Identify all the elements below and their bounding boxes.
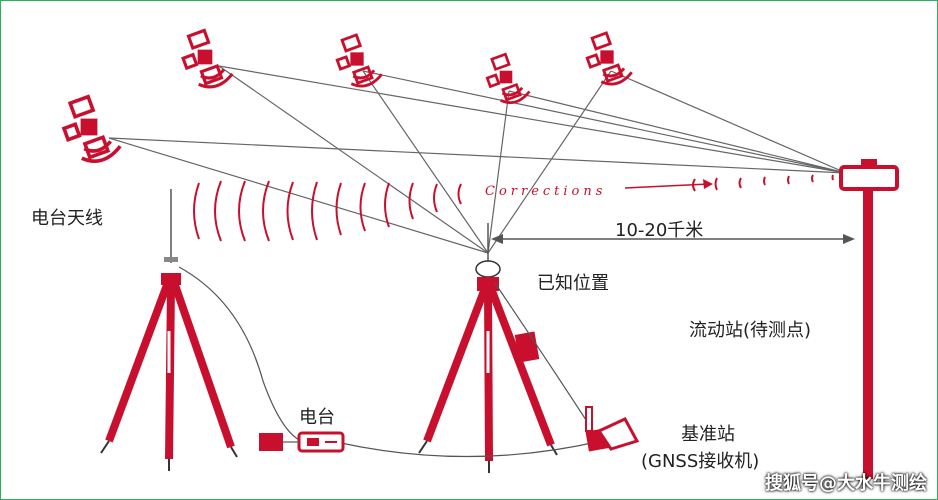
signal-lines	[108, 65, 847, 254]
signal-line	[487, 90, 510, 254]
watermark: 搜狐号@大水牛测绘	[765, 473, 927, 494]
satellite-icon	[335, 33, 384, 88]
arrowhead	[703, 179, 713, 189]
signal-line	[362, 70, 489, 254]
cables	[178, 266, 602, 458]
satellite-icon	[485, 52, 531, 104]
corrections-label: Corrections	[485, 184, 607, 199]
signal-line	[362, 70, 847, 174]
signal-line	[108, 137, 847, 174]
rover-label: 流动站(待测点)	[689, 320, 812, 341]
base-station-label: 基准站	[681, 424, 735, 445]
radio-antenna-label: 电台天线	[31, 208, 103, 229]
base-station-tripod	[418, 223, 558, 473]
signal-line	[108, 137, 489, 254]
known-position-label: 已知位置	[537, 273, 609, 294]
signal-line	[508, 90, 847, 174]
satellite-icon	[585, 31, 634, 86]
radio-unit	[259, 431, 345, 453]
signal-line	[218, 65, 489, 254]
radio-antenna-tripod	[100, 189, 238, 471]
gnss-receiver	[585, 406, 640, 452]
satellite-icon	[62, 94, 123, 163]
signal-line	[218, 65, 847, 174]
radio-label: 电台	[299, 407, 335, 428]
distance-label: 10-20千米	[615, 220, 704, 241]
rover-pole	[839, 159, 899, 479]
corrections-arrow	[624, 183, 710, 189]
satellite-icon	[181, 28, 234, 89]
signal-line	[610, 70, 847, 174]
base-station-sublabel: (GNSS接收机)	[641, 451, 760, 472]
signal-line	[487, 70, 612, 254]
